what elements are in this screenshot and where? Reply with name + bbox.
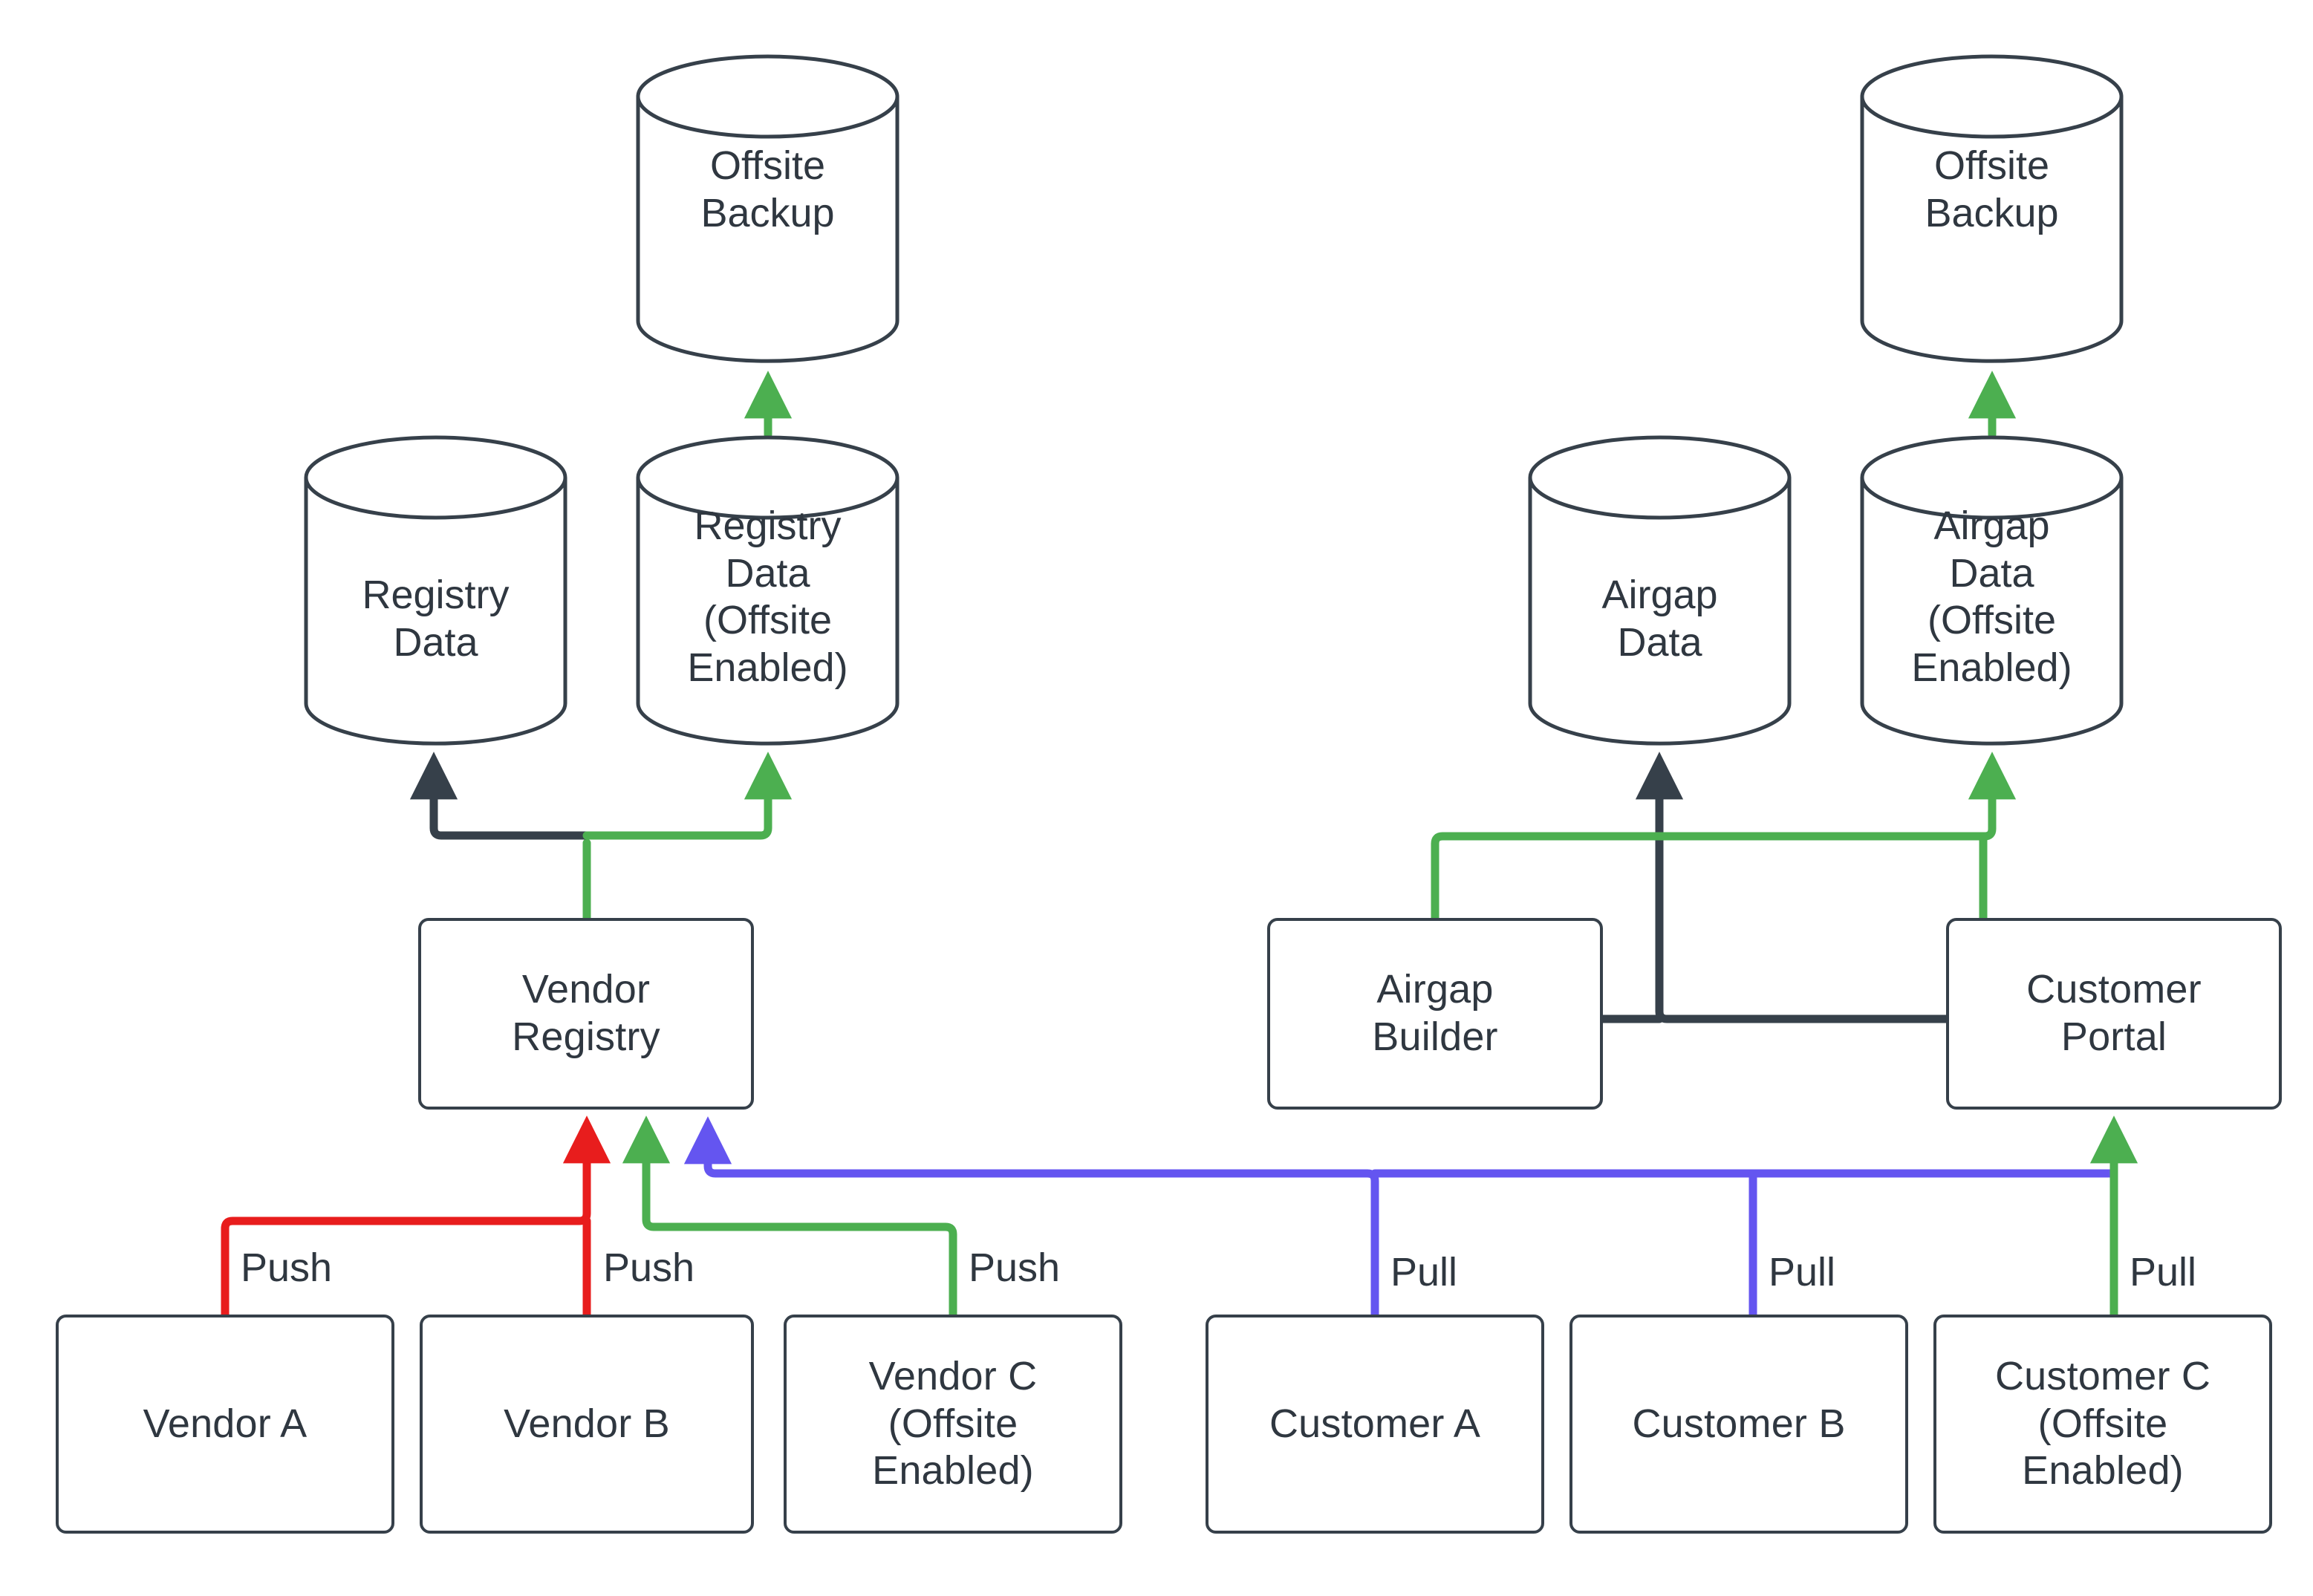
cylinder-shape [304,435,567,746]
edge-label-pull-customer-c: Pull [2125,1252,2202,1292]
node-registry-data-offsite[interactable]: Registry Data (Offsite Enabled) [635,434,900,746]
edge-portal-to-airgap [1635,752,1951,1023]
node-vendor-c[interactable]: Vendor C (Offsite Enabled) [784,1315,1122,1534]
cylinder-shape [636,435,900,746]
edge-label-push-vendor-a: Push [236,1248,337,1288]
edge-label-pull-customer-a: Pull [1386,1252,1463,1292]
node-vendor-registry[interactable]: Vendor Registry [418,918,754,1110]
edge-rail-to-airgap-offsite [1968,752,2017,841]
edge-builder-to-rail [1431,832,1988,922]
cylinder-shape [636,54,900,363]
customer-a-label: Customer A [1269,1401,1481,1446]
edge-customer-a-pull [683,1116,1379,1319]
vendor-b-label: Vendor B [504,1401,670,1446]
node-offsite-backup-right[interactable]: Offsite Backup [1859,53,2124,364]
edge-label-push-vendor-c: Push [964,1248,1065,1288]
cylinder-shape [1860,54,2124,363]
node-customer-a[interactable]: Customer A [1206,1315,1544,1534]
airgap-builder-label: Airgap Builder [1372,967,1498,1059]
node-airgap-data[interactable]: Airgap Data [1527,434,1792,746]
node-registry-data[interactable]: Registry Data [303,434,568,746]
node-customer-b[interactable]: Customer B [1569,1315,1908,1534]
edge-vendor-c-push [622,1115,957,1319]
customer-b-label: Customer B [1632,1401,1846,1446]
node-vendor-b[interactable]: Vendor B [420,1315,754,1534]
node-airgap-data-offsite[interactable]: Airgap Data (Offsite Enabled) [1859,434,2124,746]
edge-label-pull-customer-b: Pull [1764,1252,1841,1292]
node-airgap-builder[interactable]: Airgap Builder [1267,918,1603,1110]
edge-vendor-a-push [221,1115,611,1319]
vendor-registry-label: Vendor Registry [512,967,660,1059]
customer-c-label: Customer C (Offsite Enabled) [1994,1353,2211,1494]
edge-registry-to-offsite [582,752,793,840]
edge-registry-to-data [409,752,591,840]
vendor-a-label: Vendor A [143,1401,308,1446]
node-vendor-a[interactable]: Vendor A [56,1315,394,1534]
edge-label-push-vendor-b: Push [599,1248,700,1288]
node-customer-c[interactable]: Customer C (Offsite Enabled) [1933,1315,2272,1534]
cylinder-shape [1860,435,2124,746]
cylinder-shape [1528,435,1792,746]
customer-portal-label: Customer Portal [2026,967,2202,1059]
node-offsite-backup-left[interactable]: Offsite Backup [635,53,900,364]
vendor-c-label: Vendor C (Offsite Enabled) [868,1353,1038,1494]
node-customer-portal[interactable]: Customer Portal [1946,918,2282,1110]
